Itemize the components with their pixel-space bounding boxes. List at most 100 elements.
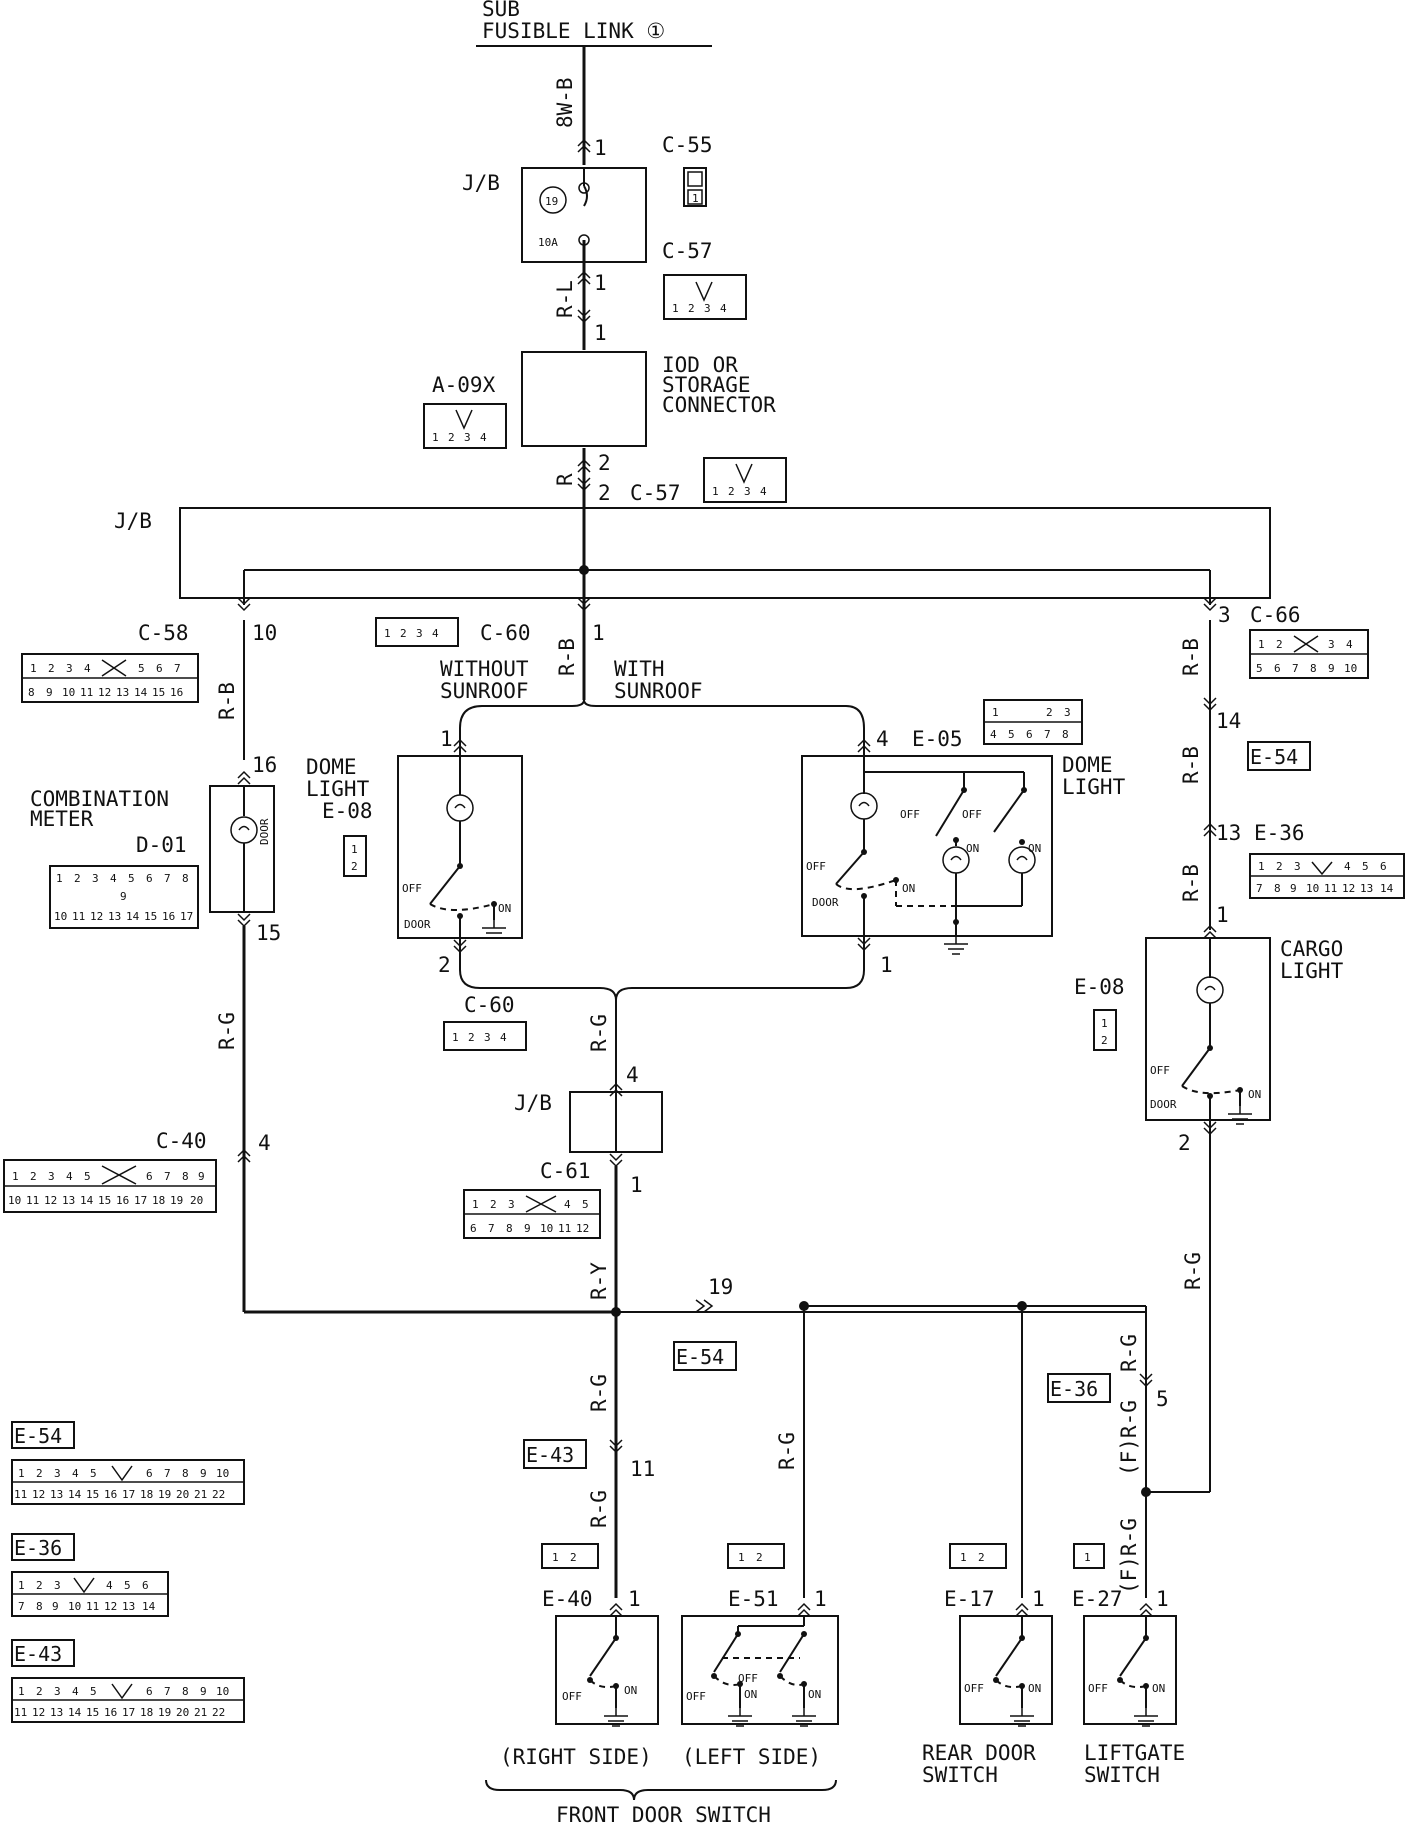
svg-text:12: 12 <box>32 1488 45 1501</box>
front-door-brace <box>485 1779 837 1801</box>
distribution-bus <box>243 565 1211 605</box>
c55-label: C-55 <box>662 133 713 157</box>
svg-text:3: 3 <box>704 302 711 315</box>
svg-text:4: 4 <box>72 1685 79 1698</box>
svg-text:22: 22 <box>212 1488 225 1501</box>
svg-text:SUNROOF: SUNROOF <box>614 679 703 703</box>
svg-text:IOD OR: IOD OR <box>662 353 738 377</box>
svg-text:3: 3 <box>1064 706 1071 719</box>
svg-text:2: 2 <box>438 953 451 977</box>
svg-text:13: 13 <box>108 910 121 923</box>
svg-text:5: 5 <box>1156 1387 1169 1411</box>
svg-text:OFF: OFF <box>562 1690 582 1703</box>
svg-text:11: 11 <box>26 1194 39 1207</box>
svg-text:2: 2 <box>1178 1131 1191 1155</box>
svg-text:18: 18 <box>140 1706 153 1719</box>
svg-text:6: 6 <box>146 1170 153 1183</box>
svg-text:J/B: J/B <box>462 171 500 195</box>
svg-text:14: 14 <box>126 910 140 923</box>
svg-text:19: 19 <box>708 1275 733 1299</box>
svg-text:18: 18 <box>152 1194 165 1207</box>
svg-text:13: 13 <box>50 1488 63 1501</box>
svg-text:12: 12 <box>32 1706 45 1719</box>
svg-text:1: 1 <box>56 872 63 885</box>
dome-light-without-sunroof: OFF DOOR ON <box>397 755 523 939</box>
svg-text:10: 10 <box>540 1222 553 1235</box>
svg-text:3: 3 <box>54 1467 61 1480</box>
svg-text:12: 12 <box>104 1600 117 1613</box>
front-door-switch-left: OFF ON OFF ON <box>681 1615 839 1727</box>
svg-text:3: 3 <box>54 1685 61 1698</box>
svg-text:1: 1 <box>814 1587 827 1611</box>
e36-badge-key: E-36 <box>11 1533 75 1561</box>
svg-text:8: 8 <box>36 1600 43 1613</box>
svg-text:ON: ON <box>744 1688 757 1701</box>
svg-text:4: 4 <box>626 1063 639 1087</box>
front-door-switch-label: FRONT DOOR SWITCH <box>556 1803 771 1826</box>
svg-text:19: 19 <box>545 195 558 208</box>
svg-text:A-09X: A-09X <box>432 373 496 397</box>
svg-text:4: 4 <box>432 627 439 640</box>
svg-text:REAR DOOR: REAR DOOR <box>922 1741 1036 1765</box>
svg-text:8: 8 <box>506 1222 513 1235</box>
svg-text:ON: ON <box>902 882 915 895</box>
svg-text:14: 14 <box>68 1706 82 1719</box>
svg-text:1: 1 <box>630 1173 643 1197</box>
svg-text:2: 2 <box>1101 1034 1108 1047</box>
dome-merge-brace <box>459 969 865 1001</box>
svg-text:5: 5 <box>582 1198 589 1211</box>
svg-text:12: 12 <box>90 910 103 923</box>
rear-door-switch: OFF ON <box>959 1615 1053 1727</box>
svg-text:DOOR: DOOR <box>812 896 839 909</box>
svg-text:11: 11 <box>80 686 93 699</box>
svg-text:E-40: E-40 <box>542 1587 593 1611</box>
svg-text:3: 3 <box>92 872 99 885</box>
svg-text:1: 1 <box>594 136 607 160</box>
svg-text:DOME: DOME <box>1062 753 1113 777</box>
svg-text:1: 1 <box>30 662 37 675</box>
svg-text:2: 2 <box>598 481 611 505</box>
svg-text:FUSIBLE LINK ①: FUSIBLE LINK ① <box>482 19 665 43</box>
e08-connector: 1 2 <box>343 835 367 877</box>
svg-text:E-54: E-54 <box>676 1345 724 1369</box>
svg-text:9: 9 <box>52 1600 59 1613</box>
svg-text:7: 7 <box>1256 882 1263 895</box>
svg-text:1: 1 <box>1156 1587 1169 1611</box>
svg-text:OFF: OFF <box>964 1682 984 1695</box>
iod-label: IOD OR STORAGE CONNECTOR <box>662 353 776 417</box>
cargo-light-label: CARGO LIGHT <box>1280 937 1344 983</box>
svg-text:OFF: OFF <box>1150 1064 1170 1077</box>
svg-text:E-08: E-08 <box>322 799 373 823</box>
svg-text:WITHOUT: WITHOUT <box>440 657 529 681</box>
svg-text:7: 7 <box>164 1467 171 1480</box>
svg-text:OFF: OFF <box>402 882 422 895</box>
wire-rl: R-L <box>553 280 577 318</box>
svg-text:19: 19 <box>158 1488 171 1501</box>
svg-text:5: 5 <box>1362 860 1369 873</box>
svg-text:D-01: D-01 <box>136 833 187 857</box>
svg-text:14: 14 <box>68 1488 82 1501</box>
svg-text:3: 3 <box>66 662 73 675</box>
svg-text:13: 13 <box>1216 821 1241 845</box>
svg-text:3: 3 <box>1328 638 1335 651</box>
svg-text:10: 10 <box>1306 882 1319 895</box>
svg-text:8: 8 <box>182 872 189 885</box>
svg-text:11: 11 <box>14 1706 27 1719</box>
e51-connector: 1 2 <box>727 1543 785 1569</box>
svg-text:4: 4 <box>876 727 889 751</box>
svg-text:ON: ON <box>498 902 511 915</box>
svg-text:R-G: R-G <box>215 1012 239 1050</box>
wire-8wb: 8W-B <box>553 77 577 128</box>
svg-text:17: 17 <box>122 1706 135 1719</box>
svg-text:SUNROOF: SUNROOF <box>440 679 529 703</box>
svg-text:21: 21 <box>194 1488 207 1501</box>
combination-meter-label: COMBINATION METER <box>30 787 169 831</box>
svg-text:1: 1 <box>552 1551 559 1564</box>
svg-text:1: 1 <box>592 621 605 645</box>
with-sunroof-label: WITH SUNROOF <box>614 657 703 703</box>
svg-text:16: 16 <box>104 1706 117 1719</box>
svg-text:22: 22 <box>212 1706 225 1719</box>
svg-text:1: 1 <box>692 192 699 205</box>
svg-text:OFF: OFF <box>900 808 920 821</box>
e54-connector: 1 2 3 4 5 6 7 8 9 10 11 12 13 14 15 16 1… <box>11 1459 245 1505</box>
